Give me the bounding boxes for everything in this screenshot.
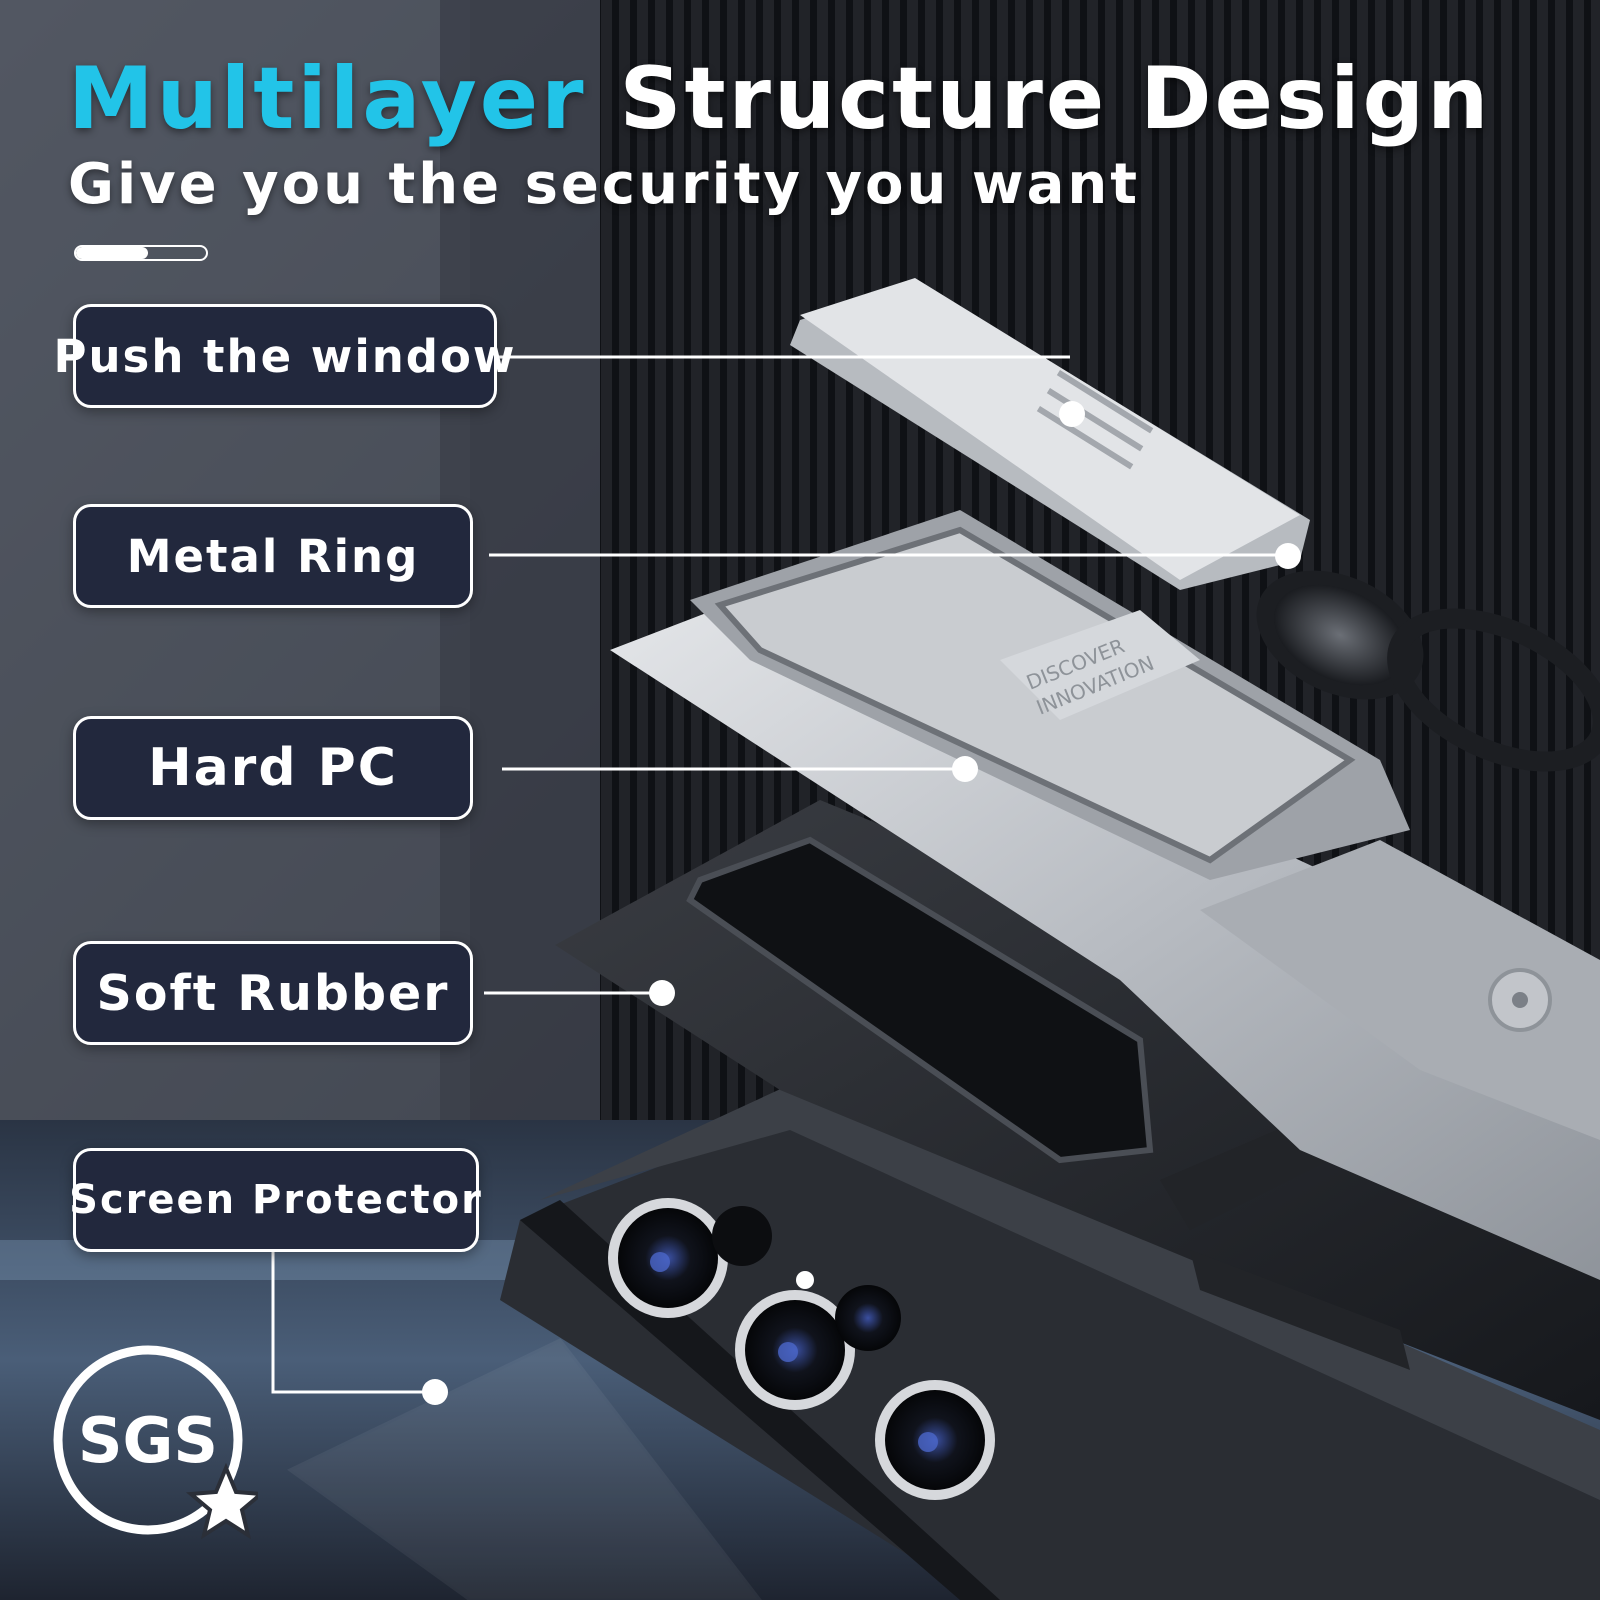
soft-rubber-layer	[555, 800, 1600, 1420]
sgs-badge-text: SGS	[78, 1404, 218, 1477]
page-subtitle: Give you the security you want	[68, 152, 1141, 217]
title-rest: Structure Design	[619, 49, 1492, 149]
screen-protector-layer	[287, 1338, 762, 1600]
callout-lines	[271, 355, 1285, 1394]
label-push-the-window: Push the window	[54, 304, 515, 408]
metal-ring-layer: DISCOVER INNOVATION	[690, 510, 1410, 880]
sgs-badge-icon: SGS	[53, 1345, 258, 1540]
page-title: Multilayer Structure Design	[68, 52, 1491, 147]
camera-lens-icon	[608, 1198, 995, 1500]
label-soft-rubber: Soft Rubber	[73, 941, 473, 1045]
star-icon	[185, 1462, 258, 1540]
title-accent: Multilayer	[68, 49, 587, 149]
label-screen-protector: Screen Protector	[69, 1148, 481, 1252]
label-hard-pc: Hard PC	[73, 716, 473, 820]
push-window-layer	[790, 278, 1310, 590]
slide-progress-indicator	[74, 245, 208, 261]
callout-dots	[422, 401, 1301, 1405]
slide-progress-fill	[76, 247, 148, 259]
label-metal-ring: Metal Ring	[73, 504, 473, 608]
